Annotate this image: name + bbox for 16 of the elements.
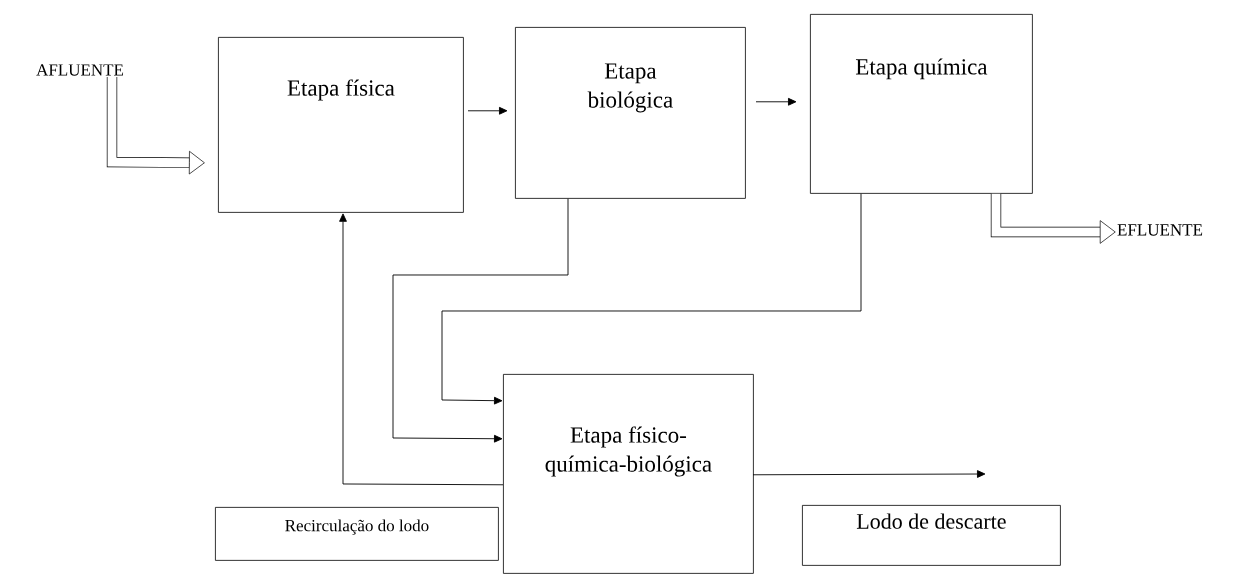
process-box: Etapa biológica: [515, 27, 746, 199]
arrow: [467, 106, 508, 115]
flow-label: AFLUENTE: [36, 64, 124, 76]
process-box: Etapa física: [218, 37, 464, 213]
arrow: [755, 97, 797, 106]
arrow: [339, 213, 504, 486]
arrow: [441, 193, 862, 405]
process-box: Recirculação do lodo: [215, 507, 499, 561]
block-arrow: [990, 193, 1116, 244]
block-arrow: [106, 76, 205, 175]
flow-label: EFLUENTE: [1117, 224, 1203, 236]
arrow: [752, 470, 986, 478]
process-box: Etapa química: [810, 14, 1033, 194]
process-box: Etapa físico-química-biológica: [503, 374, 754, 574]
process-box: Lodo de descarte: [802, 505, 1061, 566]
arrow: [392, 198, 569, 443]
